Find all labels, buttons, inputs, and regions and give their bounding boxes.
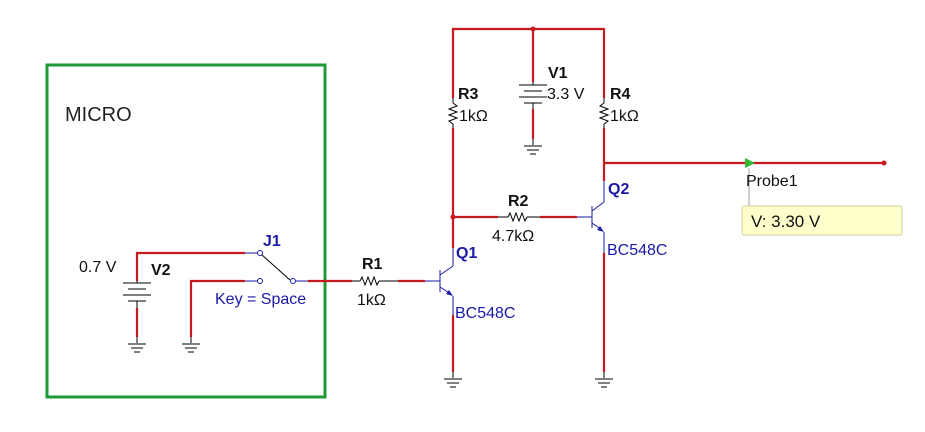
r4-name: R4 [610,86,631,103]
transistor-q1[interactable] [425,248,454,315]
output-terminal-dot[interactable] [881,160,887,166]
resistor-r2[interactable] [498,211,540,223]
r3-name: R3 [458,86,479,103]
ground-icon [595,378,613,388]
v1-value: 3.3 V [547,86,585,103]
probe-reading: V: 3.30 V [751,212,821,231]
ground-icon [444,378,462,388]
j1-key-label: Key = Space [215,291,306,308]
q2-model: BC548C [607,242,667,259]
j1-name: J1 [263,233,281,250]
r1-value: 1kΩ [357,292,386,309]
battery-v2[interactable] [123,251,245,343]
q1-model: BC548C [455,305,515,322]
resistor-r4[interactable] [598,98,610,128]
battery-v1[interactable] [519,29,547,145]
r4-value: 1kΩ [610,108,639,125]
v1-name: V1 [548,65,568,82]
micro-block-label: MICRO [65,104,132,126]
v2-name: V2 [151,262,171,279]
r3-value: 1kΩ [459,108,488,125]
resistor-r3[interactable] [447,98,459,128]
r1-name: R1 [362,256,383,273]
micro-block-border[interactable] [45,63,327,399]
j1-ground-wire [189,279,245,337]
probe1[interactable] [741,158,903,236]
q1-name: Q1 [456,245,477,262]
wire-top-rail [451,27,606,98]
r2-value: 4.7kΩ [492,228,534,245]
ground-icon [182,343,200,353]
switch-j1[interactable] [245,250,308,284]
transistor-q2[interactable] [577,181,605,253]
ground-icon [524,145,542,155]
q2-name: Q2 [608,181,629,198]
v2-value: 0.7 V [79,259,117,276]
ground-icon [128,343,146,353]
r2-name: R2 [508,193,529,210]
probe-name: Probe1 [746,173,798,190]
probe-arrow-icon [745,158,755,168]
probe-reading-box [741,205,903,236]
resistor-r1[interactable] [352,275,398,287]
